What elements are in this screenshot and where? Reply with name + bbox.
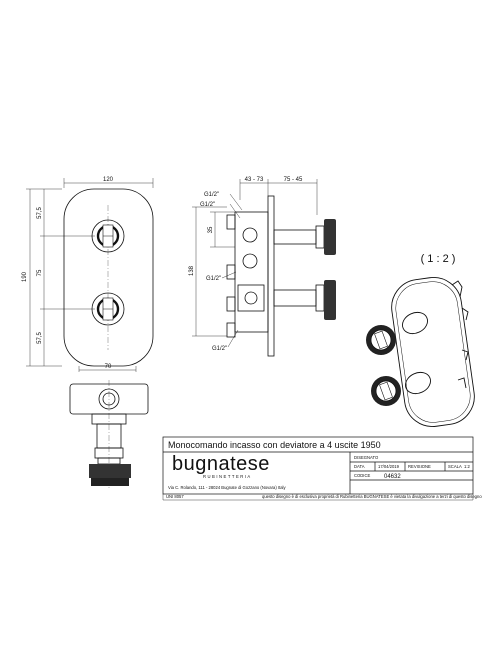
dim-depth-range: 43 - 73 [245, 177, 264, 183]
dim-plate-height: 190 [22, 271, 28, 282]
side-view [192, 179, 325, 357]
dim-lower-width: 70 [105, 364, 112, 370]
thread-label-2: G1/2" [200, 202, 215, 208]
label-data: DATA [354, 464, 365, 469]
iso-handles [366, 325, 401, 406]
dim-body-height: 138 [189, 265, 195, 276]
dim-plate-width: 120 [103, 177, 114, 183]
isometric-view [391, 277, 475, 427]
title-block [162, 436, 474, 501]
thread-label-4: G1/2" [212, 346, 227, 352]
dim-segment-bottom: 57,5 [37, 332, 43, 344]
side-handles-knurl [324, 219, 336, 320]
company-address: Via C. Rolando, 111 - 28024 Bugnate di G… [168, 485, 286, 490]
label-scala: SCALA [448, 464, 462, 469]
iso-plate [391, 277, 475, 427]
value-scala: 1:2 [464, 464, 470, 469]
front-view [26, 178, 154, 367]
upper-handle-outline [91, 219, 125, 253]
dim-handle-range: 75 - 45 [284, 177, 303, 183]
lower-handle-outline [91, 292, 125, 326]
dim-segment-middle: 75 [37, 269, 43, 276]
dim-outlet-spacing: 35 [208, 226, 214, 233]
bottom-section-view [69, 366, 149, 490]
brand-subtitle: RUBINETTERIA [203, 474, 252, 479]
label-disegnato: DISEGNATO [354, 455, 379, 460]
value-data: 17/04/2019 [378, 464, 400, 469]
brand-logo: bugnatese [172, 453, 270, 475]
wall-plate-side [267, 195, 275, 357]
value-codice: 04632 [384, 474, 401, 480]
valve-body [234, 211, 269, 333]
ownership-notice: questo disegno è di esclusiva proprietà … [262, 494, 482, 499]
drawing-title: Monocomando incasso con deviatore a 4 us… [168, 440, 381, 450]
thread-label-1: G1/2" [204, 192, 219, 198]
dim-segment-top: 57,5 [37, 207, 43, 219]
label-revisione: REVISIONE [408, 464, 431, 469]
iso-scale-label: ( 1 : 2 ) [421, 253, 456, 265]
bottom-handle-knurl [89, 464, 131, 486]
cover-plate-outline [63, 188, 154, 367]
norm-label: UNI 8057 [166, 494, 184, 499]
label-codice: CODICE [354, 473, 370, 478]
thread-label-3: G1/2" [206, 276, 221, 282]
